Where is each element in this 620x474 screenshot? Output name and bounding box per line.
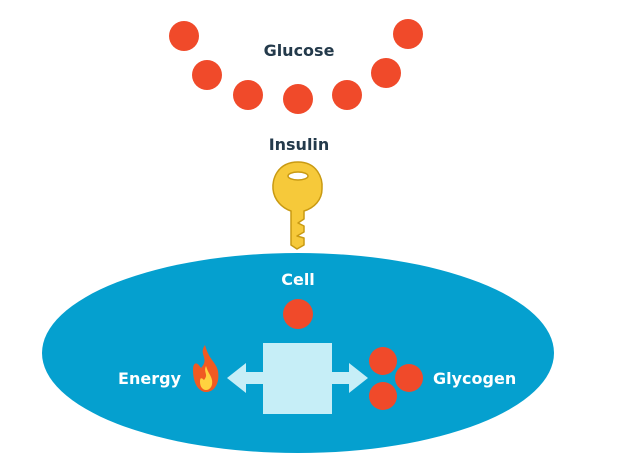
glycogen-molecule: [395, 364, 423, 392]
glucose-molecule-in-cell: [283, 299, 313, 329]
glycogen-molecule: [369, 382, 397, 410]
glucose-molecule: [169, 21, 199, 51]
flame-icon: [193, 345, 219, 392]
key-icon: [272, 161, 323, 250]
glucose-molecule: [371, 58, 401, 88]
energy-label: Energy: [118, 369, 182, 388]
arrow-to-glycogen: [332, 363, 368, 393]
metabolism-box: [263, 343, 332, 414]
arrow-to-energy: [227, 363, 263, 393]
glucose-label: Glucose: [264, 41, 335, 60]
insulin-label: Insulin: [269, 135, 330, 154]
glucose-molecule: [393, 19, 423, 49]
glycogen-label: Glycogen: [433, 369, 516, 388]
glucose-molecule: [332, 80, 362, 110]
glycogen-molecule: [369, 347, 397, 375]
glycogen-cluster: [369, 347, 423, 410]
cell-label: Cell: [281, 270, 315, 289]
glucose-molecules: [169, 19, 423, 114]
glucose-molecule: [192, 60, 222, 90]
glucose-molecule: [283, 84, 313, 114]
glucose-molecule: [233, 80, 263, 110]
